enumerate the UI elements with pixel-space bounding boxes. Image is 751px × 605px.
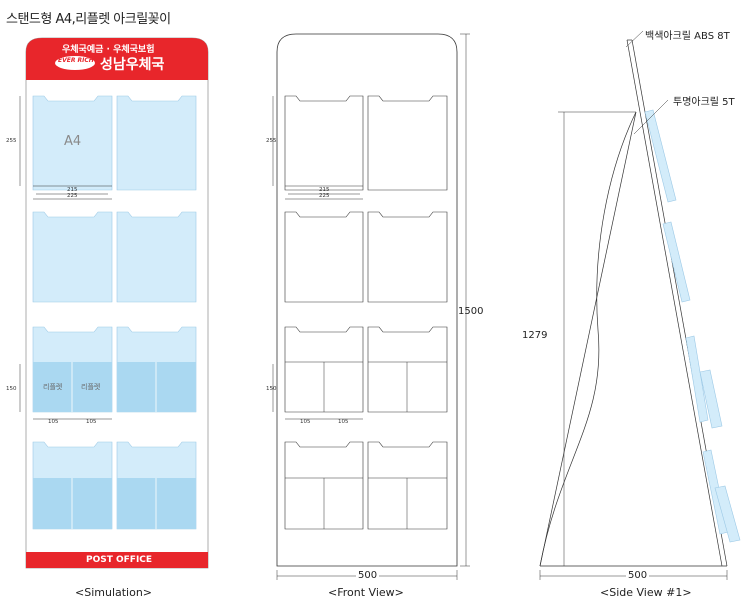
sim-dim-leaflet-w1: 105 — [48, 419, 59, 425]
leaflet-label-1: 리플렛 — [43, 383, 63, 391]
front-view — [272, 33, 470, 580]
front-dim-outer-width: 225 — [319, 193, 330, 199]
sim-pocket-row-2 — [32, 211, 197, 303]
logo-oval — [55, 56, 95, 70]
sim-pocket-row-3 — [32, 326, 197, 413]
banner-line-2: 성남우체국 — [100, 57, 165, 73]
logo-text: EVER RICH — [58, 57, 94, 64]
side-label-clear: 투명아크릴 5T — [673, 97, 735, 108]
front-total-width: 500 — [356, 570, 380, 581]
sim-dim-leaflet-height: 150 — [6, 386, 17, 392]
front-dim-inner-width: 215 — [319, 187, 330, 193]
front-dim-leaflet-w2: 105 — [338, 419, 349, 425]
footer-red — [26, 552, 208, 568]
a4-label: A4 — [64, 134, 82, 149]
sim-pocket-row-4 — [32, 441, 197, 530]
side-height: 1279 — [522, 330, 548, 341]
side-caption: <Side View #1> — [600, 586, 692, 599]
side-width: 500 — [626, 570, 650, 581]
footer-label: POST OFFICE — [86, 555, 153, 565]
front-dim-leaflet-w1: 105 — [300, 419, 311, 425]
front-caption: <Front View> — [328, 586, 404, 599]
side-label-white: 백색아크릴 ABS 8T — [645, 31, 730, 42]
banner-line-1: 우체국예금 · 우체국보험 — [62, 45, 155, 55]
sim-dim-outer-width: 225 — [67, 193, 78, 199]
sim-pocket-row-1 — [32, 95, 197, 191]
sim-dim-leaflet-w2: 105 — [86, 419, 97, 425]
simulation-caption: <Simulation> — [75, 586, 153, 599]
sim-dim-inner-width: 215 — [67, 187, 78, 193]
leaflet-label-2: 리플렛 — [81, 383, 101, 391]
front-total-height: 1500 — [458, 306, 484, 317]
front-dim-leaflet-height: 150 — [266, 386, 277, 392]
sim-dim-height: 255 — [6, 138, 17, 144]
front-dim-height: 255 — [266, 138, 277, 144]
simulation-view — [19, 37, 209, 569]
page-title: 스탠드형 A4,리플렛 아크릴꽂이 — [6, 12, 171, 27]
side-view — [539, 30, 741, 580]
